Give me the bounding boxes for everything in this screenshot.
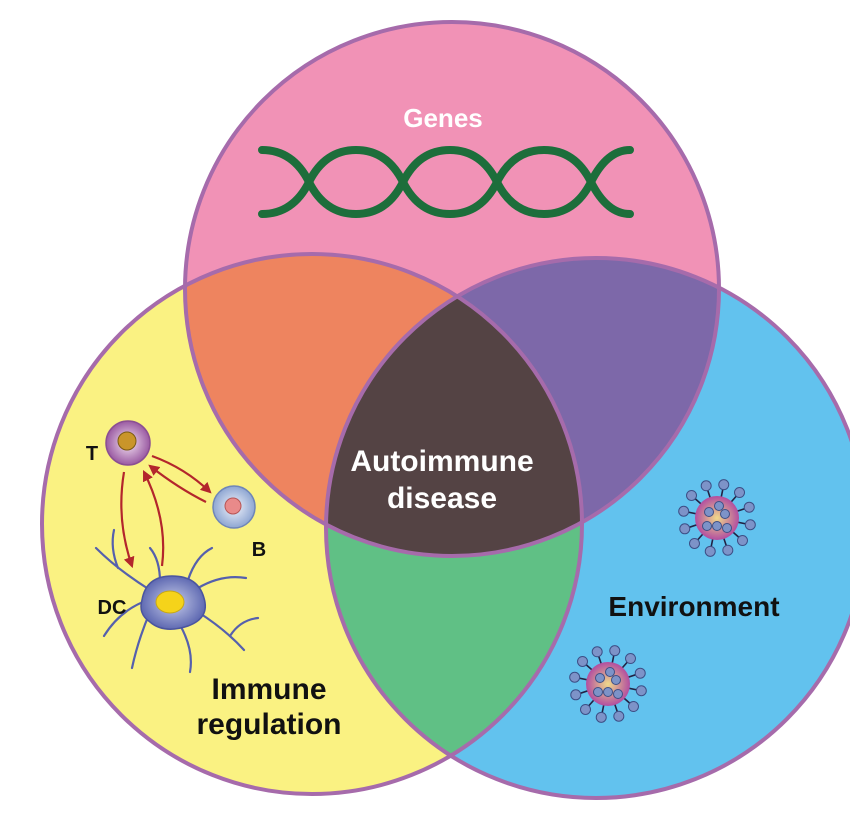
immune-regulation-label-line2: regulation [196, 708, 341, 741]
genes-label: Genes [403, 103, 483, 133]
t-cell-label: T [86, 443, 98, 465]
immune-regulation-label-line1: Immune [211, 673, 326, 706]
b-cell-icon [212, 485, 256, 529]
dendritic-cell-icon [94, 528, 260, 674]
t-cell-icon [105, 420, 151, 466]
immune-cells-illustration: T B DC [86, 420, 266, 674]
arrow-t-to-dc [120, 471, 135, 569]
circle-outlines [40, 20, 850, 800]
arrow-t-to-b [151, 454, 212, 494]
dna-helix-icon [258, 145, 634, 219]
b-cell-label: B [252, 539, 266, 561]
virus-icon [678, 479, 756, 557]
dendritic-cell-label: DC [98, 597, 127, 619]
arrow-dc-to-t [143, 470, 165, 567]
autoimmune-label-line2: disease [387, 482, 497, 515]
autoimmune-center-region [326, 258, 582, 556]
environment-label: Environment [608, 591, 779, 622]
arrow-b-to-t [148, 464, 207, 503]
virus-icons [569, 479, 756, 723]
virus-icon [569, 645, 647, 723]
autoimmune-label-line1: Autoimmune [350, 445, 533, 478]
